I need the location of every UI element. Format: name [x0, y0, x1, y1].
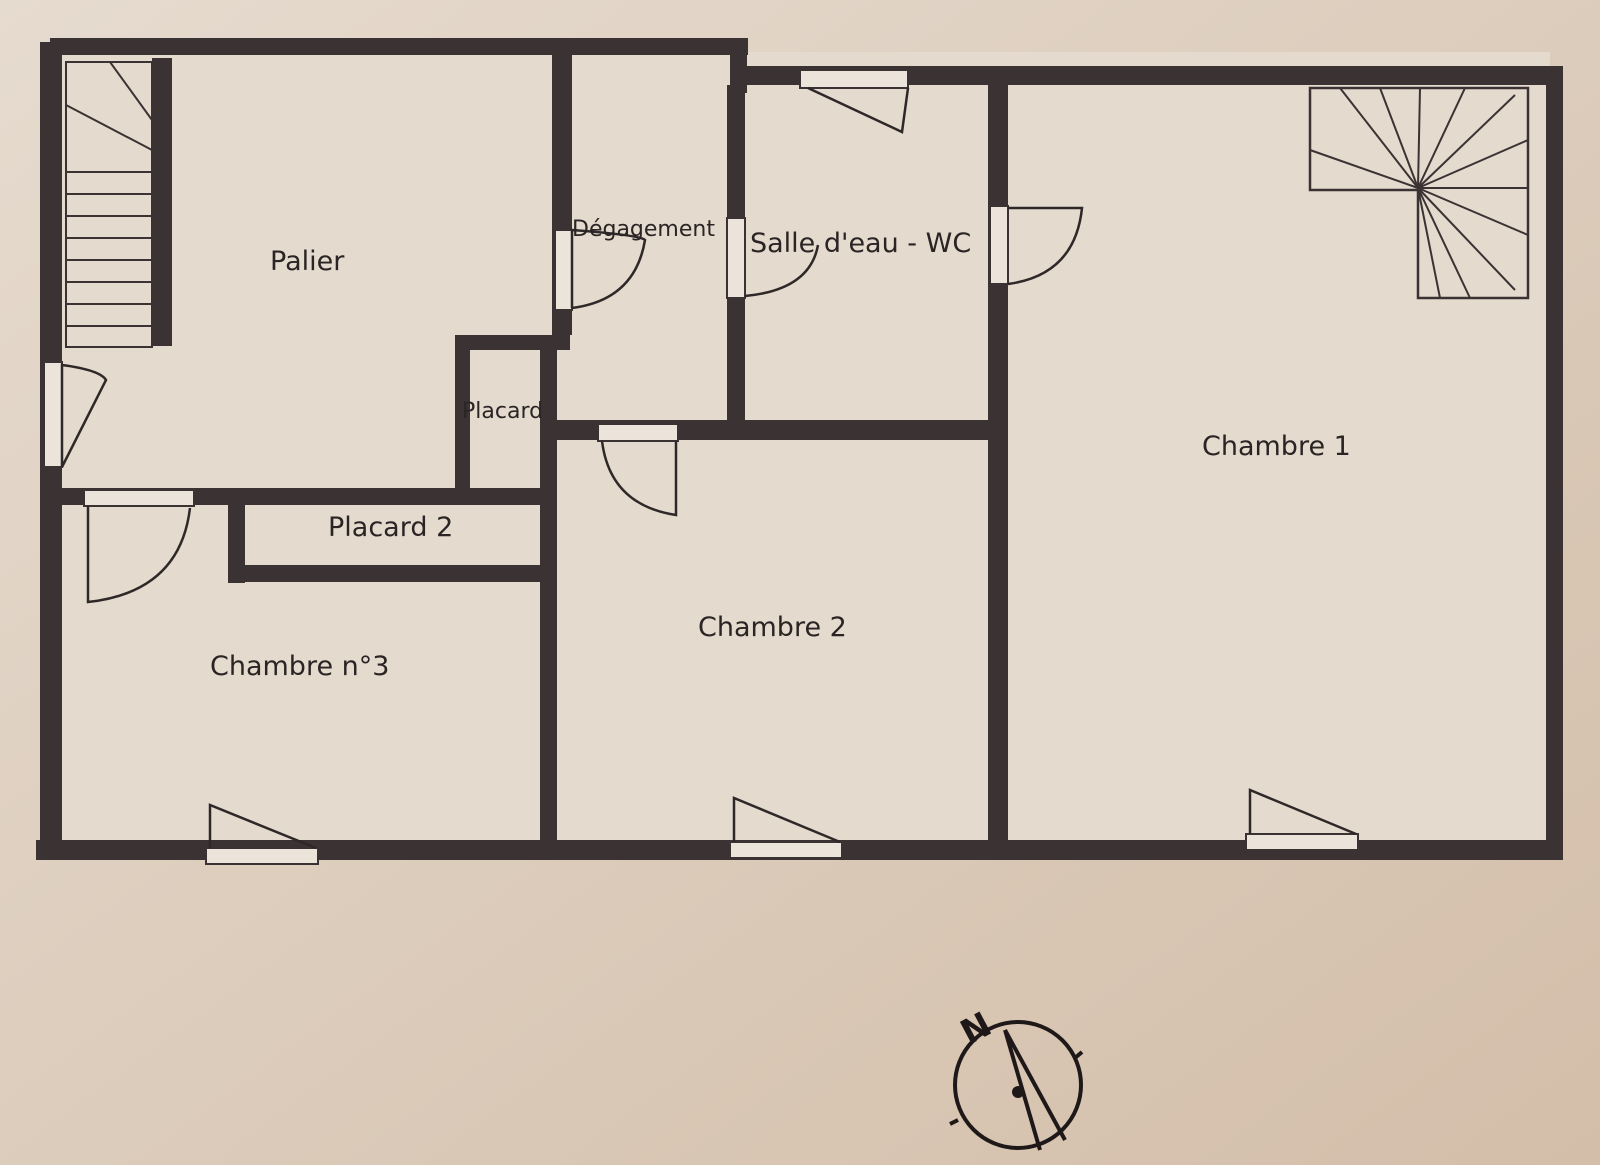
- compass-circle: [953, 1020, 1083, 1150]
- room-chambre-2: Chambre 2: [698, 612, 847, 643]
- room-chambre-3: Chambre n°3: [210, 651, 389, 682]
- room-degagement: Dégagement: [572, 217, 715, 242]
- straight-staircase: [65, 61, 153, 348]
- spiral-staircase: [1308, 86, 1530, 300]
- room-salle-eau: Salle d'eau - WC: [750, 228, 971, 259]
- room-chambre-1: Chambre 1: [1202, 431, 1351, 462]
- room-placard-2: Placard 2: [328, 512, 453, 543]
- room-placard: Placard: [462, 399, 543, 424]
- room-palier: Palier: [270, 246, 345, 277]
- room-labels: Palier Dégagement Salle d'eau - WC Chamb…: [210, 217, 1351, 682]
- floor-area: [60, 52, 1550, 842]
- doors: [43, 69, 1359, 865]
